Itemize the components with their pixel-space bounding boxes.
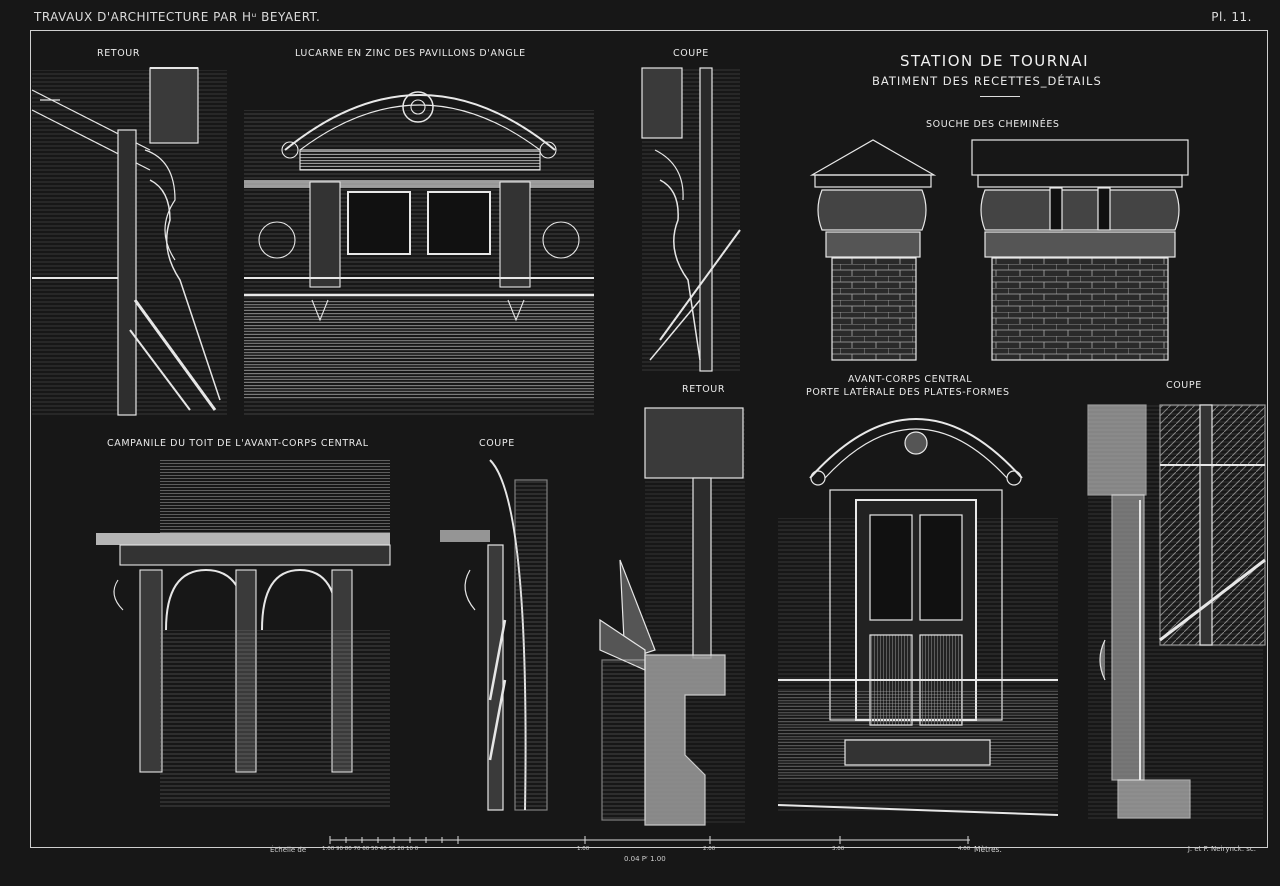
scale-small-ticks: 1.00 90 80 70 60 50 40 30 20 10 0 xyxy=(322,846,419,852)
coupe-right-drawing xyxy=(1087,404,1266,820)
scale-tick-2: 2.00 xyxy=(703,846,716,852)
chimney-left-drawing xyxy=(809,139,937,361)
campanile-drawing xyxy=(96,458,391,808)
label-lucarne: LUCARNE EN ZINC DES PAVILLONS D'ANGLE xyxy=(295,48,526,59)
scale-unit: Mètres. xyxy=(974,845,1002,854)
scale-prefix: Échelle de xyxy=(270,846,307,854)
scale-tick-4: 4.00 xyxy=(958,846,971,852)
coupe-campanile-drawing xyxy=(440,459,548,811)
label-coupe-top: COUPE xyxy=(673,48,709,59)
scale-tick-1: 1.00 xyxy=(577,846,590,852)
plate-subtitle: BATIMENT DES RECETTES_DÉTAILS xyxy=(872,74,1102,88)
retour-top-drawing xyxy=(31,67,227,416)
engraver-credit: J. et F. Neirynck. sc. xyxy=(1187,845,1256,853)
label-campanile: CAMPANILE DU TOIT DE L'AVANT-CORPS CENTR… xyxy=(107,438,369,449)
title-rule xyxy=(980,96,1020,97)
label-coupe-campanile: COUPE xyxy=(479,438,515,449)
plate-header-left: TRAVAUX D'ARCHITECTURE PAR Hᵘ BEYAERT. xyxy=(34,10,321,24)
label-avant-corps-1: AVANT-CORPS CENTRAL xyxy=(848,374,973,385)
plate-number: Pl. 11. xyxy=(1211,10,1252,24)
label-avant-corps-2: PORTE LATÉRALE DES PLATES-FORMES xyxy=(806,387,1010,398)
label-souche: SOUCHE DES CHEMINÉES xyxy=(926,119,1060,130)
scale-tick-3: 3.00 xyxy=(832,846,845,852)
label-retour-mid: RETOUR xyxy=(682,384,726,395)
lucarne-drawing xyxy=(244,91,594,415)
scale-ratio: 0.04 Pʳ 1.00 xyxy=(624,855,666,863)
chimney-right-drawing xyxy=(971,139,1189,361)
coupe-top-drawing xyxy=(641,67,741,372)
plate-frame xyxy=(30,30,1268,848)
label-retour-top: RETOUR xyxy=(97,48,141,59)
scale-bar xyxy=(329,836,970,844)
plate-title: STATION DE TOURNAI xyxy=(900,52,1090,70)
retour-mid-drawing xyxy=(599,407,745,826)
avant-corps-door-drawing xyxy=(777,418,1059,816)
label-coupe-right: COUPE xyxy=(1166,380,1202,391)
